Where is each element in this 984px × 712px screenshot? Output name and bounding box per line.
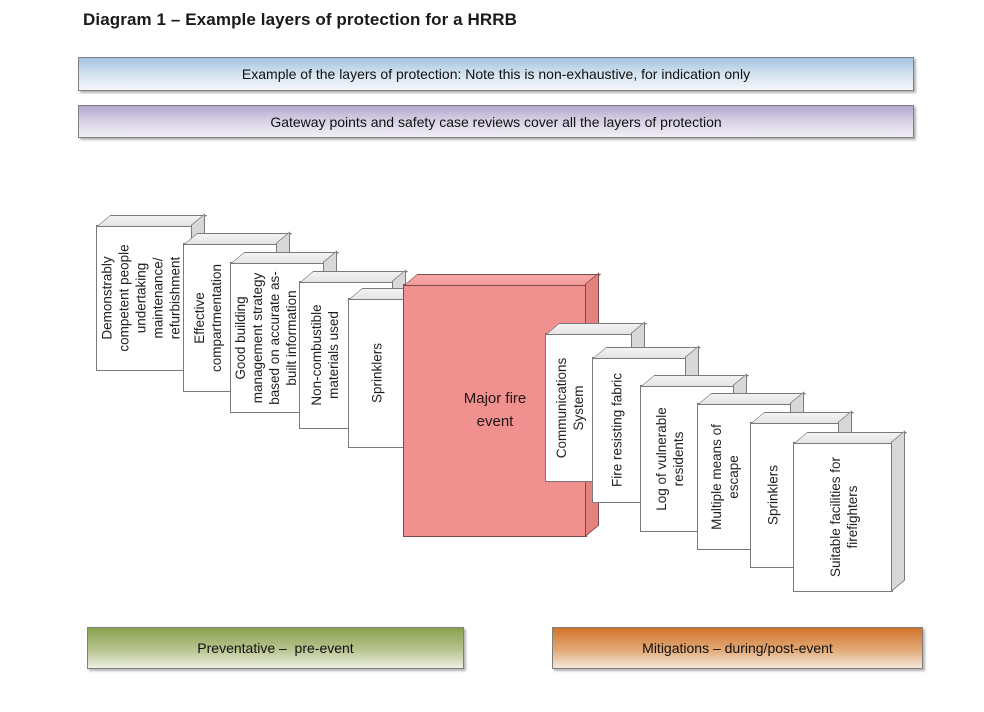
banner-preventative-label: Preventative – pre-event [197, 640, 354, 656]
layer-label-wrap: Multiple means of escape [698, 404, 751, 549]
layer-vulnerable-residents-log-label: Log of vulnerable residents [653, 406, 686, 511]
layer-label-wrap: Good building management strategy based … [231, 263, 300, 412]
layer-firefighter-facilities-label: Suitable facilities for firefighters [828, 456, 860, 578]
layer-label-wrap: Non-combustible materials used [300, 282, 349, 428]
layer-non-combustible-materials-label: Non-combustible materials used [308, 304, 341, 406]
banner-mitigations-label: Mitigations – during/post-event [642, 640, 833, 656]
layer-label-wrap: Log of vulnerable residents [641, 386, 698, 531]
banner-preventative: Preventative – pre-event [87, 627, 464, 669]
layer-label-wrap: Sprinklers [751, 423, 794, 567]
banner-mitigations: Mitigations – during/post-event [552, 627, 923, 669]
layer-sprinklers-mitigation-label: Sprinklers [765, 464, 780, 526]
banner-gateway-points-label: Gateway points and safety case reviews c… [270, 113, 722, 130]
banner-gateway-points: Gateway points and safety case reviews c… [78, 105, 914, 138]
banner-example-note-label: Example of the layers of protection: Not… [241, 66, 751, 82]
layer-effective-compartmentation-label: Effective compartmentation [192, 263, 224, 372]
layer-firefighter-facilities: Suitable facilities for firefighters [793, 442, 893, 592]
layer-multiple-means-of-escape-label: Multiple means of escape [708, 423, 741, 530]
banner-example-note: Example of the layers of protection: Not… [78, 57, 914, 91]
layer-fire-resisting-fabric-label: Fire resisting fabric [609, 372, 625, 488]
page-title: Diagram 1 – Example layers of protection… [83, 10, 518, 29]
layer-label-wrap: Demonstrably competent people undertakin… [97, 226, 184, 370]
layer-building-management-strategy-label: Good building management strategy based … [232, 270, 299, 405]
layer-sprinklers-preventative-label: Sprinklers [369, 342, 384, 404]
layer-communications-system-label: Communications System [553, 357, 586, 458]
layer-label-wrap: Fire resisting fabric [593, 358, 641, 502]
layer-label-wrap: Effective compartmentation [184, 244, 232, 391]
layer-competent-people: Demonstrably competent people undertakin… [96, 225, 193, 371]
layer-label-wrap: Communications System [546, 334, 593, 481]
layer-competent-people-label: Demonstrably competent people undertakin… [99, 244, 182, 352]
major-fire-event-label: Major fire event [463, 390, 527, 430]
layer-label-wrap: Suitable facilities for firefighters [794, 443, 894, 591]
layer-label-wrap: Sprinklers [349, 299, 404, 447]
